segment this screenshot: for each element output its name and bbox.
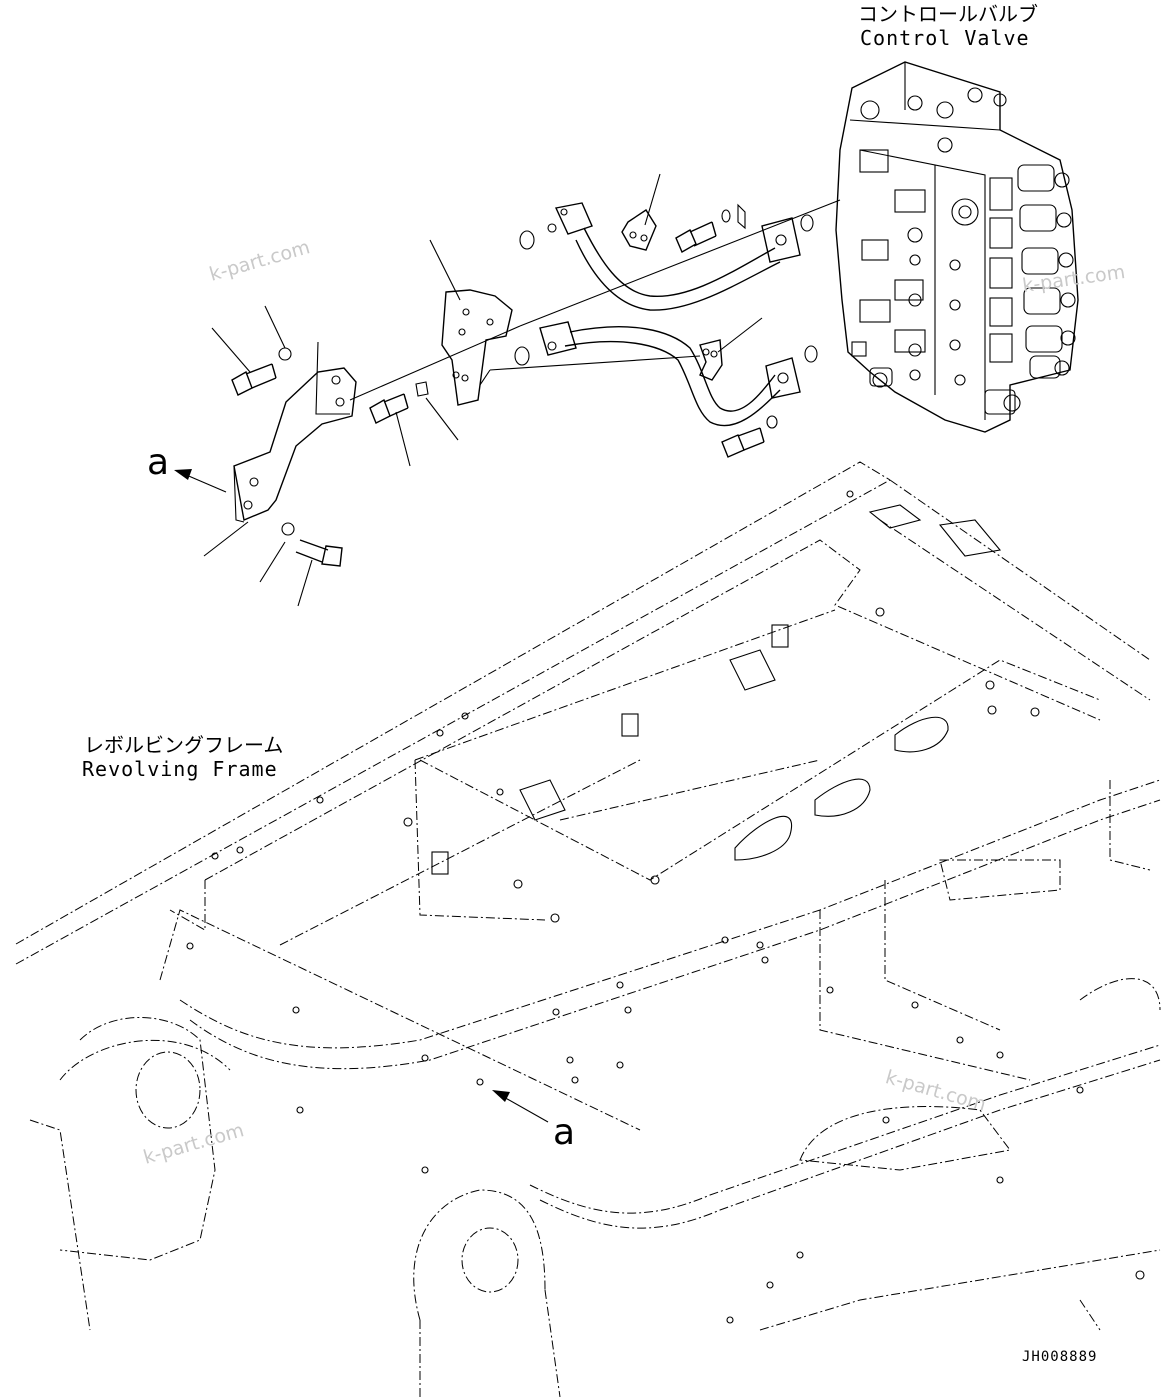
upper-clamp	[621, 209, 657, 251]
leader-lines	[203, 173, 841, 607]
revolving-frame	[15, 461, 1161, 1397]
left-bracket	[233, 367, 357, 523]
lower-hose	[514, 321, 818, 427]
valve-bolts	[675, 203, 778, 458]
lower-clamp	[699, 339, 723, 381]
middle-bracket	[441, 289, 513, 406]
valve-spools	[851, 164, 1076, 415]
control-valve	[835, 61, 1079, 433]
drawing-code: JH008889	[1022, 1349, 1098, 1365]
control-valve-label-en: Control Valve	[860, 26, 1030, 50]
revolving-frame-label-jp: レボルビングフレーム	[84, 733, 284, 757]
bracket-bolts	[231, 347, 429, 567]
control-valve-label-jp: コントロールバルブ	[858, 2, 1038, 26]
reference-arrows	[174, 469, 549, 1123]
upper-hose	[519, 202, 814, 311]
reference-letter-a-bottom: a	[553, 1112, 576, 1153]
reference-letter-a-top: a	[147, 442, 170, 483]
revolving-frame-label-en: Revolving Frame	[82, 757, 278, 781]
